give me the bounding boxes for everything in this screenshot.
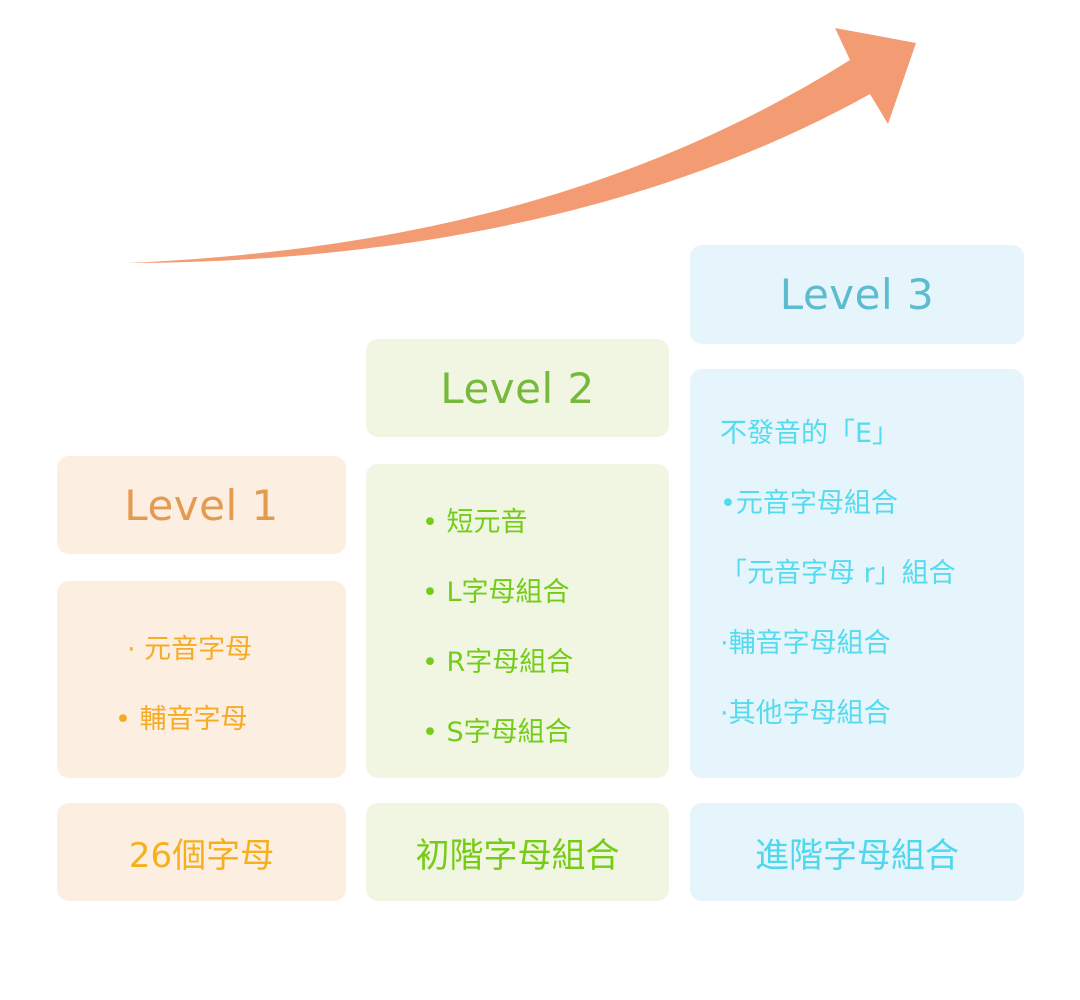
level-2-title: Level 2 <box>440 363 595 413</box>
level-3-title-box: Level 3 <box>690 245 1024 344</box>
list-item: •元音字母組合 <box>720 488 898 519</box>
rising-arrow-icon <box>128 28 916 263</box>
level-2-title-box: Level 2 <box>366 339 669 437</box>
level-3-title: Level 3 <box>779 270 935 319</box>
level-1-title-box: Level 1 <box>57 456 346 554</box>
level-1-footer: 26個字母 <box>57 803 346 901</box>
list-item: 不發音的「E」 <box>720 418 900 449</box>
list-item: • L字母組合 <box>422 577 570 608</box>
level-3-footer: 進階字母組合 <box>690 803 1024 901</box>
level-1-footer-label: 26個字母 <box>128 835 275 876</box>
level-3-content-box: 不發音的「E」 •元音字母組合 「元音字母 r」組合 ·輔音字母組合 ·其他字母… <box>690 369 1024 778</box>
list-item: • R字母組合 <box>422 647 574 678</box>
list-item: • 輔音字母 <box>115 704 248 735</box>
list-item: ·輔音字母組合 <box>720 628 891 659</box>
level-2-content-box: • 短元音 • L字母組合 • R字母組合 • S字母組合 <box>366 464 669 778</box>
level-1-content-box: · 元音字母 • 輔音字母 <box>57 581 346 778</box>
list-item: • 短元音 <box>422 507 528 538</box>
list-item: ·其他字母組合 <box>720 698 891 729</box>
level-2-footer: 初階字母組合 <box>366 803 669 901</box>
level-3-footer-label: 進階字母組合 <box>755 835 959 876</box>
level-1-title: Level 1 <box>124 480 279 530</box>
list-item: • S字母組合 <box>422 717 572 748</box>
list-item: 「元音字母 r」組合 <box>720 558 956 589</box>
level-2-footer-label: 初階字母組合 <box>415 835 620 876</box>
list-item: · 元音字母 <box>127 634 253 665</box>
